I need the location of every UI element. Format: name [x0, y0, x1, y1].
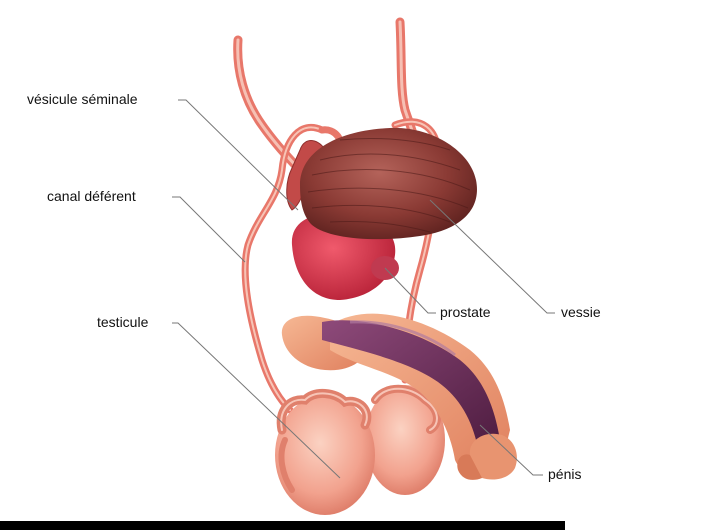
penis-shaft — [322, 320, 500, 448]
bottom-bar — [0, 521, 565, 530]
leader-prostate — [384, 267, 436, 314]
leader-seminal-vesicle — [178, 99, 299, 211]
left-testis-group — [275, 389, 375, 515]
leader-lines — [172, 99, 555, 479]
label-penis: pénis — [548, 466, 582, 482]
label-prostate: prostate — [440, 304, 491, 320]
glans — [469, 433, 517, 480]
label-seminal-vesicle: vésicule séminale — [27, 91, 138, 107]
leader-vas-deferens — [172, 196, 246, 263]
left-ureter-hl — [236, 38, 307, 177]
leader-penis — [479, 424, 543, 476]
label-testicle: testicule — [97, 314, 149, 330]
right-testis-group — [365, 384, 445, 495]
bladder — [300, 127, 477, 240]
label-bladder: vessie — [561, 304, 601, 320]
left-ureter — [233, 35, 310, 180]
leader-testicle — [172, 322, 341, 479]
leader-bladder — [429, 199, 555, 314]
label-vas-deferens: canal déférent — [47, 188, 136, 204]
